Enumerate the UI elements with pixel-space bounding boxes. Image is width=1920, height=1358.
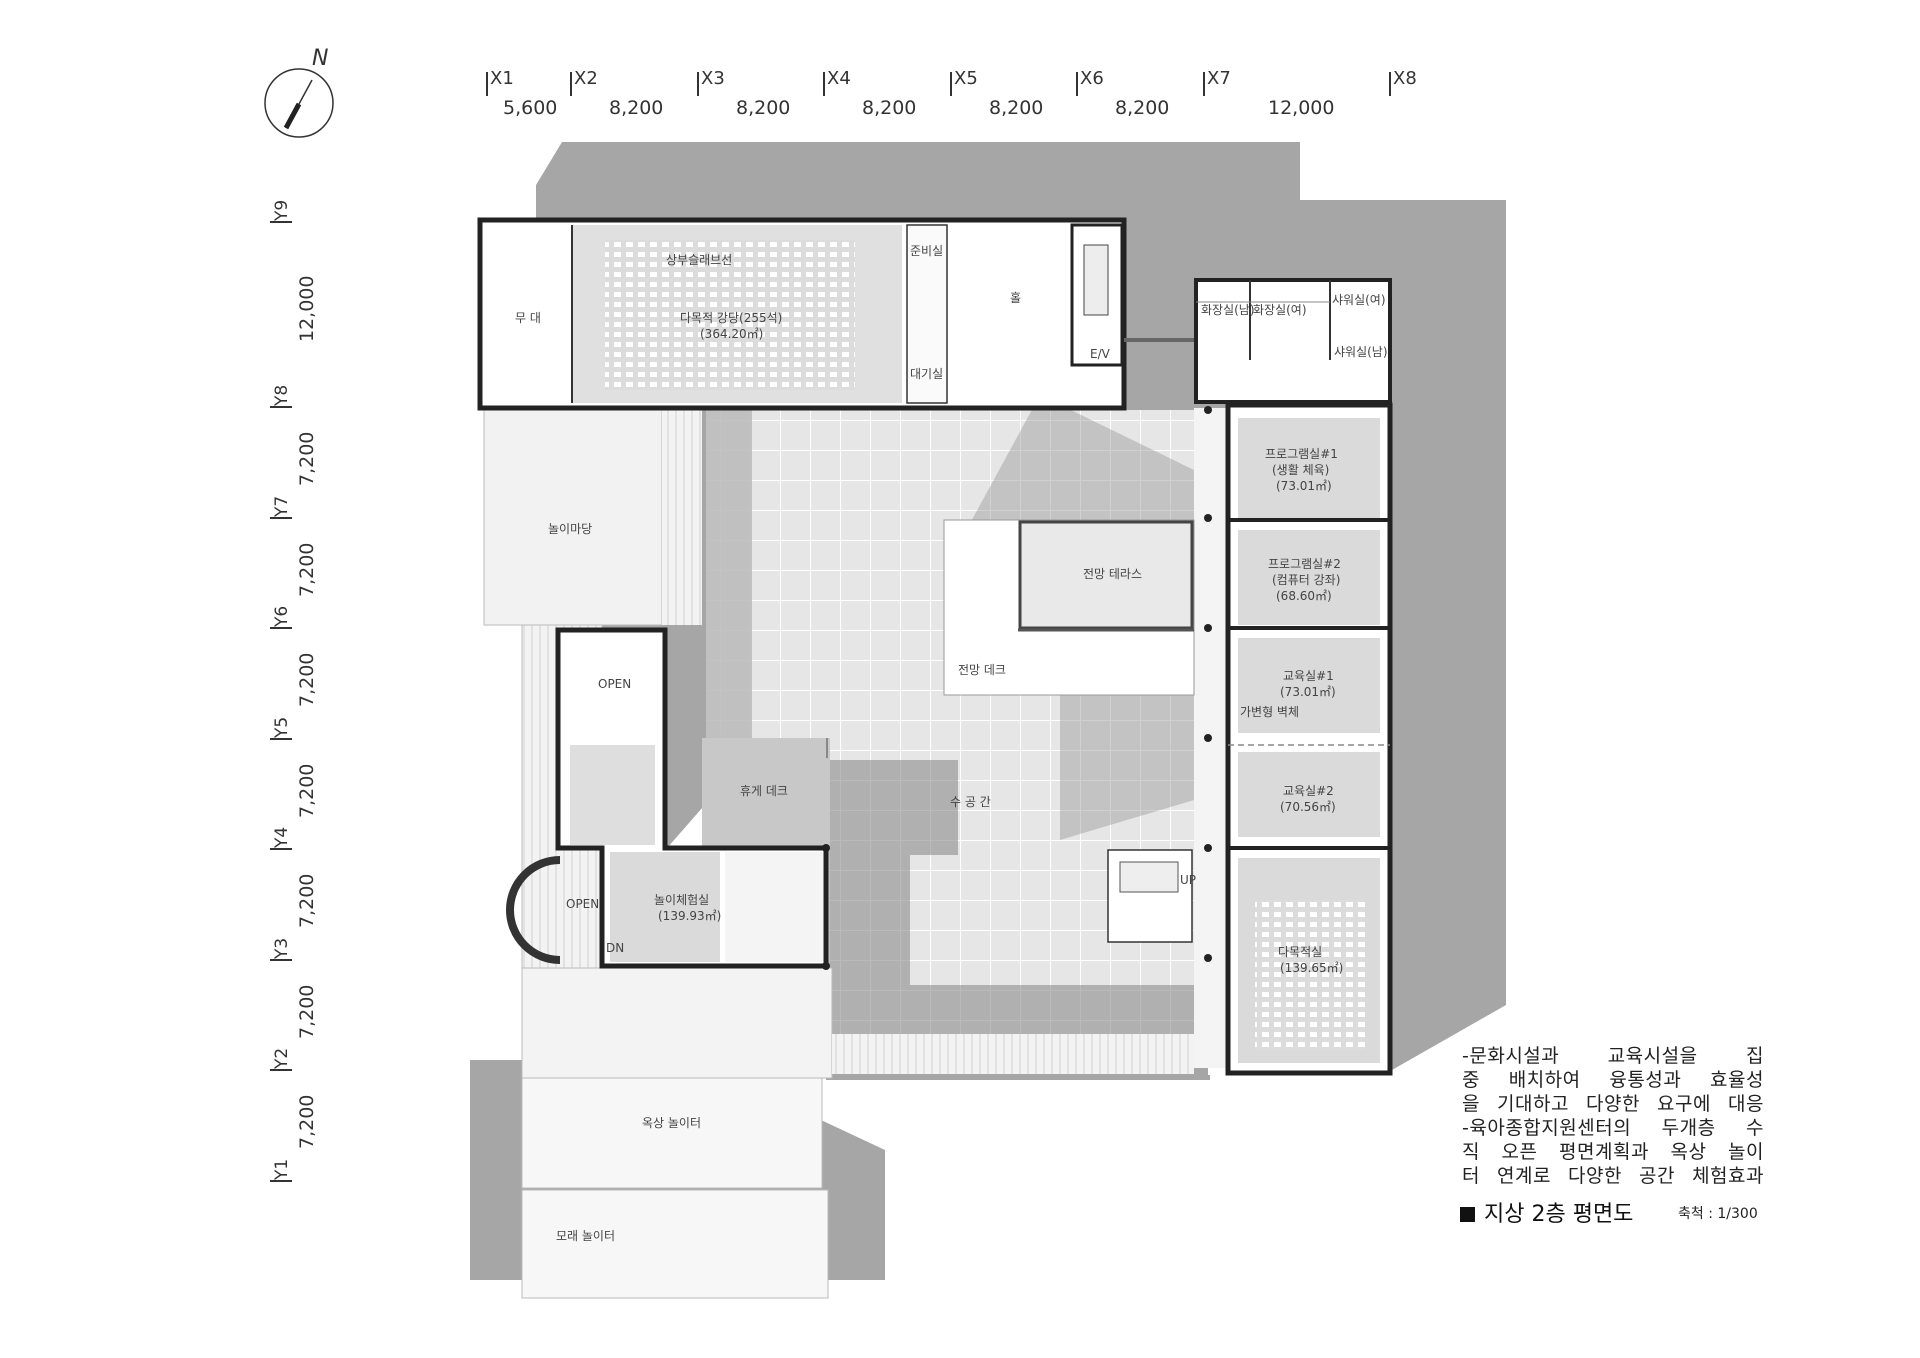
- room-label-program1-use: (생활 체육): [1272, 463, 1329, 477]
- description-line: 중 배치하여 융통성과 효율성: [1462, 1069, 1764, 1091]
- room-label-play-yard: 놀이마당: [548, 522, 592, 536]
- grid-x-dim: 5,600: [503, 97, 558, 119]
- room-label-program2: 프로그램실#2: [1268, 557, 1341, 571]
- room-label-water-space: 수 공 간: [950, 795, 991, 809]
- description-line: 을 기대하고 다양한 요구에 대응: [1462, 1093, 1764, 1115]
- grid-x-tick: [1389, 72, 1391, 96]
- room-label-multi-room-area: (139.65㎡): [1280, 961, 1343, 975]
- grid-y-tick: [270, 1069, 292, 1071]
- top-block: [477, 217, 1195, 411]
- room-label-open: OPEN: [598, 677, 631, 691]
- grid-x-label: X3: [701, 68, 725, 89]
- room-label-wc-male: 화장실(남): [1201, 303, 1255, 317]
- room-label-shower-female: 샤워실(여): [1332, 293, 1386, 307]
- room-label-stage: 무 대: [515, 311, 541, 325]
- room-label-shower-male: 샤워실(남): [1334, 345, 1388, 359]
- grid-y-tick: [270, 1180, 292, 1182]
- room-label-sand-play: 모래 놀이터: [556, 1229, 615, 1243]
- grid-x-dim: 8,200: [1115, 97, 1170, 119]
- grid-y-tick: [270, 517, 292, 519]
- grid-y-tick: [270, 406, 292, 408]
- room-label-prep: 준비실: [910, 244, 943, 258]
- room-label-motorized-seats: 상부슬래브선: [666, 253, 732, 267]
- plan-title-text: 지상 2층 평면도: [1484, 1202, 1634, 1227]
- grid-x-tick: [1076, 72, 1078, 96]
- room-label-classroom2-area: (70.56㎡): [1280, 800, 1336, 814]
- description-line: -육아종합지원센터의 두개층 수: [1462, 1117, 1764, 1139]
- grid-x-label: X8: [1393, 68, 1417, 89]
- room-label-program1: 프로그램실#1: [1265, 447, 1338, 461]
- grid-x-label: X6: [1080, 68, 1104, 89]
- grid-x-dim: 8,200: [862, 97, 917, 119]
- room-label-up: UP: [1180, 873, 1196, 887]
- square-bullet-icon: [1460, 1207, 1475, 1222]
- room-label-classroom2: 교육실#2: [1283, 784, 1334, 798]
- north-arrow-icon: [264, 68, 334, 138]
- room-label-program2-area: (68.60㎡): [1276, 589, 1332, 603]
- room-label-auditorium: 다목적 강당(255석): [680, 311, 782, 325]
- room-label-play-room: 놀이체험실: [654, 893, 709, 907]
- grid-x-dim: 12,000: [1268, 97, 1335, 119]
- grid-y-tick: [270, 221, 292, 223]
- room-label-hall: 홀: [1010, 291, 1021, 305]
- room-label-play-room-area: (139.93㎡): [658, 909, 721, 923]
- stair-core: [1107, 849, 1193, 943]
- grid-y-tick: [270, 959, 292, 961]
- description-line: 터 연계로 다양한 공간 체험효과: [1462, 1165, 1764, 1187]
- grid-y-tick: [270, 848, 292, 850]
- right-wing: [1225, 402, 1393, 1076]
- decks: [483, 409, 1194, 1299]
- grid-x-label: X1: [490, 68, 514, 89]
- scale-label: 축척 : 1/300: [1678, 1206, 1758, 1222]
- grid-x-tick: [823, 72, 825, 96]
- room-label-dn: DN: [606, 941, 624, 955]
- room-label-movable-wall: 가변형 벽체: [1240, 705, 1299, 719]
- grid-x-tick: [697, 72, 699, 96]
- description-line: 직 오픈 평면계획과 옥상 놀이: [1462, 1141, 1764, 1163]
- terrace: [943, 519, 1195, 696]
- grid-x-tick: [1203, 72, 1205, 96]
- columns: [822, 406, 1212, 970]
- room-label-rest-deck: 휴게 데크: [740, 784, 788, 798]
- grid-x-tick: [570, 72, 572, 96]
- grid-x-label: X2: [574, 68, 598, 89]
- grid-x-tick: [486, 72, 488, 96]
- play-room-block: [506, 627, 829, 969]
- room-label-open-2: OPEN: [566, 897, 599, 911]
- grid-x-dim: 8,200: [736, 97, 791, 119]
- description-line: -문화시설과 교육시설을 집: [1462, 1045, 1764, 1067]
- room-label-ev: E/V: [1090, 347, 1111, 361]
- room-label-program2-use: (컴퓨터 강좌): [1272, 573, 1340, 587]
- room-label-rooftop-play: 옥상 놀이터: [642, 1116, 701, 1130]
- room-label-classroom1: 교육실#1: [1283, 669, 1334, 683]
- grid-x-label: X5: [954, 68, 978, 89]
- grid-x-dim: 8,200: [609, 97, 664, 119]
- room-label-waiting: 대기실: [910, 367, 943, 381]
- room-label-program1-area: (73.01㎡): [1276, 479, 1332, 493]
- room-label-classroom1-area: (73.01㎡): [1280, 685, 1336, 699]
- grid-y-tick: [270, 627, 292, 629]
- grid-x-tick: [950, 72, 952, 96]
- grid-y-tick: [270, 738, 292, 740]
- plan-title: 지상 2층 평면도: [1460, 1196, 1633, 1228]
- grid-x-dim: 8,200: [989, 97, 1044, 119]
- wc-block: [1194, 278, 1392, 404]
- room-label-view-deck: 전망 데크: [958, 663, 1006, 677]
- room-label-view-terrace: 전망 테라스: [1083, 567, 1142, 581]
- north-arrow: N: [262, 46, 336, 140]
- grid-x-label: X4: [827, 68, 851, 89]
- north-label: N: [312, 46, 329, 71]
- grid-x-label: X7: [1207, 68, 1231, 89]
- room-label-multi-room: 다목적실: [1278, 945, 1322, 959]
- room-label-wc-female: 화장실(여): [1253, 303, 1307, 317]
- room-label-auditorium-area: (364.20㎡): [700, 327, 763, 341]
